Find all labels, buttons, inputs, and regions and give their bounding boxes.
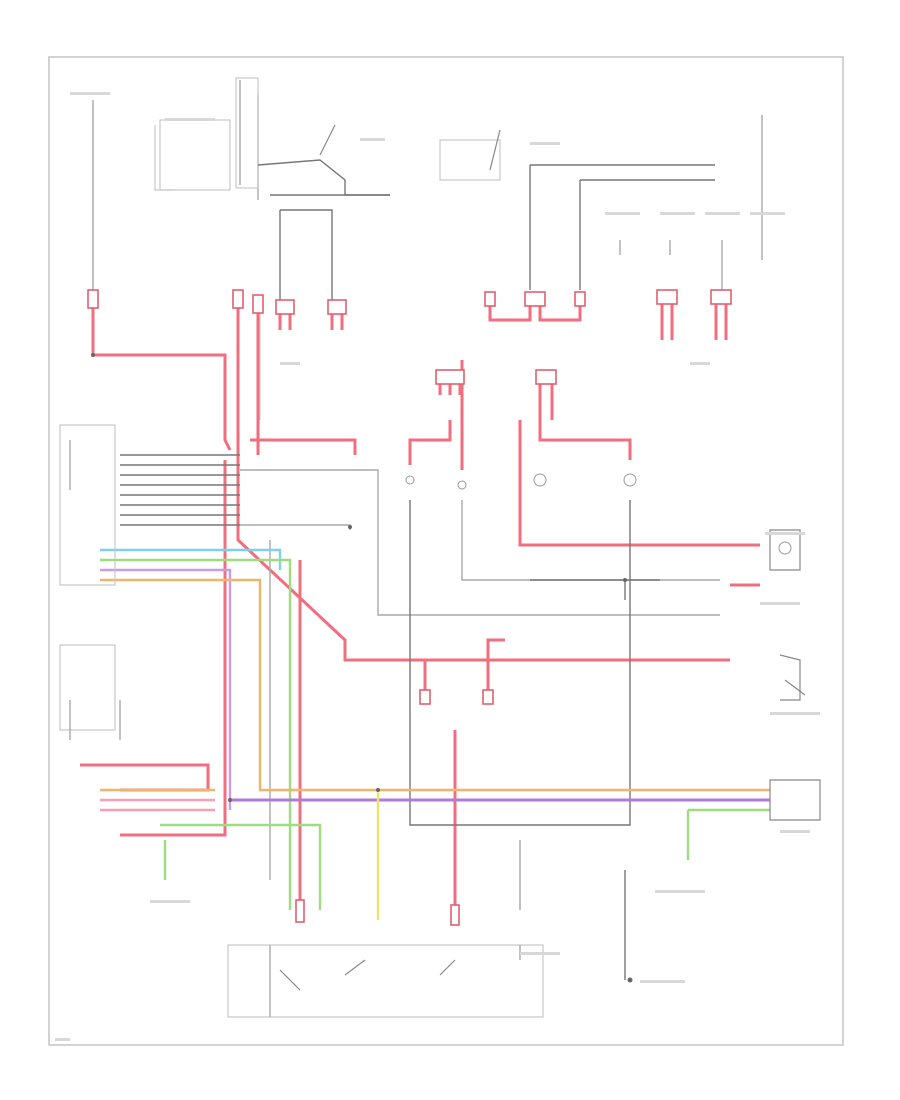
- connector-icon: [419, 689, 431, 705]
- color-wires: [100, 548, 770, 920]
- switch-icon: [784, 679, 806, 696]
- lamp-icon: [623, 473, 637, 487]
- lamp-icon: [405, 475, 415, 485]
- switch-icon: [279, 969, 301, 991]
- diagram-frame: [48, 56, 844, 1046]
- top-right-relay-group: [439, 115, 763, 290]
- connector-icon: [524, 291, 546, 307]
- connector-icon: [87, 289, 99, 309]
- lamps: [405, 473, 792, 555]
- connector-icon: [535, 369, 557, 385]
- connector-icon: [450, 904, 460, 926]
- lamp-icon: [457, 480, 467, 490]
- lamp-icon: [533, 473, 547, 487]
- red-harness: [80, 290, 760, 920]
- lamp-icon: [778, 541, 792, 555]
- ground-icon: [627, 977, 633, 983]
- connector-icon: [482, 689, 494, 705]
- left-modules: [59, 424, 121, 740]
- connector-icon: [252, 294, 264, 314]
- right-switches: [769, 529, 821, 821]
- label-marks: [55, 92, 820, 1041]
- connectors: [87, 289, 732, 926]
- junction-dots: [91, 353, 633, 983]
- connector-icon: [435, 369, 465, 385]
- connector-icon: [295, 899, 305, 923]
- connector-icon: [275, 299, 295, 315]
- connector-icon: [327, 299, 347, 315]
- connector-icon: [232, 289, 244, 309]
- switch-icon: [439, 959, 456, 976]
- switch-icon: [344, 959, 366, 976]
- grey-bundle: [120, 300, 720, 980]
- top-left-fuse-group: [92, 77, 390, 300]
- connector-icon: [574, 291, 586, 307]
- connector-icon: [484, 291, 496, 307]
- connector-icon: [656, 289, 678, 305]
- bottom-switch-block: [227, 944, 544, 1018]
- connector-icon: [710, 289, 732, 305]
